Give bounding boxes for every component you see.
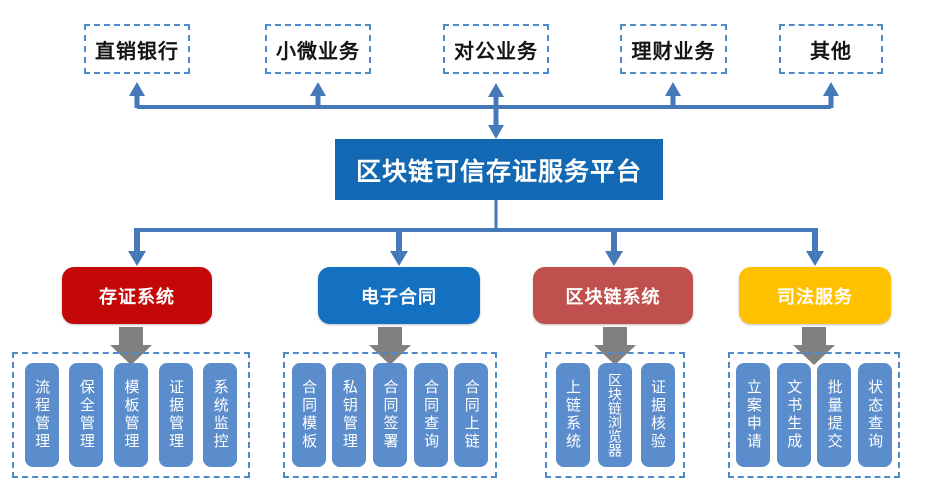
function-pill: 状态查询	[857, 363, 892, 467]
function-pill: 系统监控	[203, 363, 238, 467]
down-arrow-module-3	[806, 228, 824, 266]
function-pill: 模板管理	[113, 363, 148, 467]
function-pill: 文书生成	[776, 363, 811, 467]
channel-box-other: 其他	[779, 24, 883, 74]
channel-box-direct-bank: 直销银行	[84, 24, 190, 74]
down-arrow-module-0	[128, 228, 146, 266]
function-pill: 立案申请	[736, 363, 771, 467]
channel-box-corporate-business: 对公业务	[443, 24, 549, 74]
up-arrow-channel-1	[310, 82, 326, 108]
function-pill: 合同上链	[454, 363, 489, 467]
function-pill: 私钥管理	[332, 363, 367, 467]
module-box-judicial-service: 司法服务	[739, 267, 891, 324]
function-pill: 证据核验	[640, 363, 675, 467]
down-arrow-module-1	[390, 228, 408, 266]
channel-box-small-micro-business: 小微业务	[265, 24, 371, 74]
module-box-evidence-system: 存证系统	[62, 267, 212, 324]
up-arrow-channel-0	[129, 82, 145, 108]
function-pill: 合同签署	[372, 363, 407, 467]
group-container-judicial-service: 立案申请文书生成批量提交状态查询	[728, 352, 900, 478]
function-pill: 证据管理	[158, 363, 193, 467]
function-pill: 合同模板	[291, 363, 326, 467]
group-container-blockchain-system: 上链系统区块链浏览器证据核验	[545, 352, 685, 478]
up-arrow-channel-3	[665, 82, 681, 108]
platform-box: 区块链可信存证服务平台	[335, 139, 663, 200]
module-box-electronic-contract: 电子合同	[318, 267, 480, 324]
group-container-electronic-contract: 合同模板私钥管理合同签署合同查询合同上链	[283, 352, 497, 478]
function-pill: 保全管理	[69, 363, 104, 467]
down-arrow-module-2	[605, 228, 623, 266]
group-container-evidence-system: 流程管理保全管理模板管理证据管理系统监控	[12, 352, 250, 478]
function-pill: 流程管理	[24, 363, 59, 467]
function-pill: 批量提交	[817, 363, 852, 467]
function-pill: 上链系统	[555, 363, 590, 467]
function-pill: 合同查询	[413, 363, 448, 467]
function-pill: 区块链浏览器	[598, 363, 632, 467]
bidirectional-arrow-platform	[488, 83, 504, 139]
module-box-blockchain-system: 区块链系统	[533, 267, 693, 324]
channel-box-wealth-management: 理财业务	[620, 24, 727, 74]
up-arrow-channel-4	[823, 82, 839, 108]
